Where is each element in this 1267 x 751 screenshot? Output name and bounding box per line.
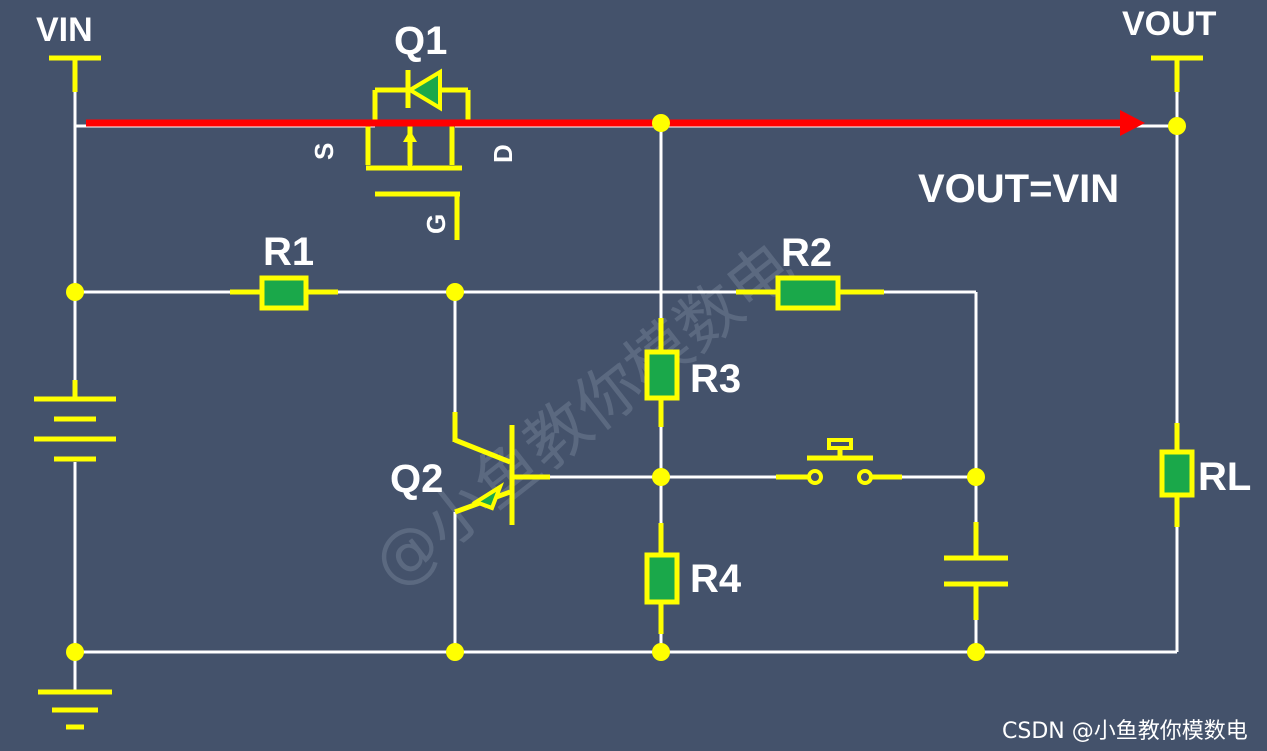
equation-label: VOUT=VIN	[918, 167, 1119, 211]
q2-label: Q2	[390, 457, 443, 501]
footer-credit: CSDN @小鱼教你模数电	[1002, 719, 1248, 744]
r4-resistor	[644, 523, 680, 634]
r4-label: R4	[690, 557, 742, 601]
push-button-switch	[776, 438, 902, 485]
vout-terminal	[1151, 55, 1203, 92]
pin-g-label: G	[421, 214, 451, 234]
r2-resistor	[736, 275, 884, 311]
r1-resistor	[230, 275, 338, 311]
vout-label: VOUT	[1122, 5, 1217, 43]
q1-mosfet	[365, 68, 471, 240]
capacitor	[944, 522, 1008, 620]
q2-transistor	[452, 412, 550, 525]
r1-label: R1	[263, 230, 314, 274]
r3-label: R3	[690, 357, 741, 401]
current-flow-arrow	[86, 110, 1145, 136]
pin-s-label: S	[309, 143, 339, 160]
r2-label: R2	[781, 231, 832, 275]
r3-resistor	[644, 318, 680, 427]
rl-label: RL	[1198, 455, 1251, 499]
junction-dot-top	[652, 114, 670, 132]
ground-symbol	[38, 689, 112, 730]
pin-d-label: D	[488, 144, 518, 163]
junction-dots	[66, 117, 1186, 661]
vin-label: VIN	[36, 11, 93, 49]
battery-symbol	[34, 380, 116, 462]
watermark-text: @小鱼教你模数电	[359, 229, 808, 603]
q1-label: Q1	[394, 19, 447, 63]
vin-terminal	[49, 55, 101, 92]
rl-resistor	[1159, 423, 1195, 527]
